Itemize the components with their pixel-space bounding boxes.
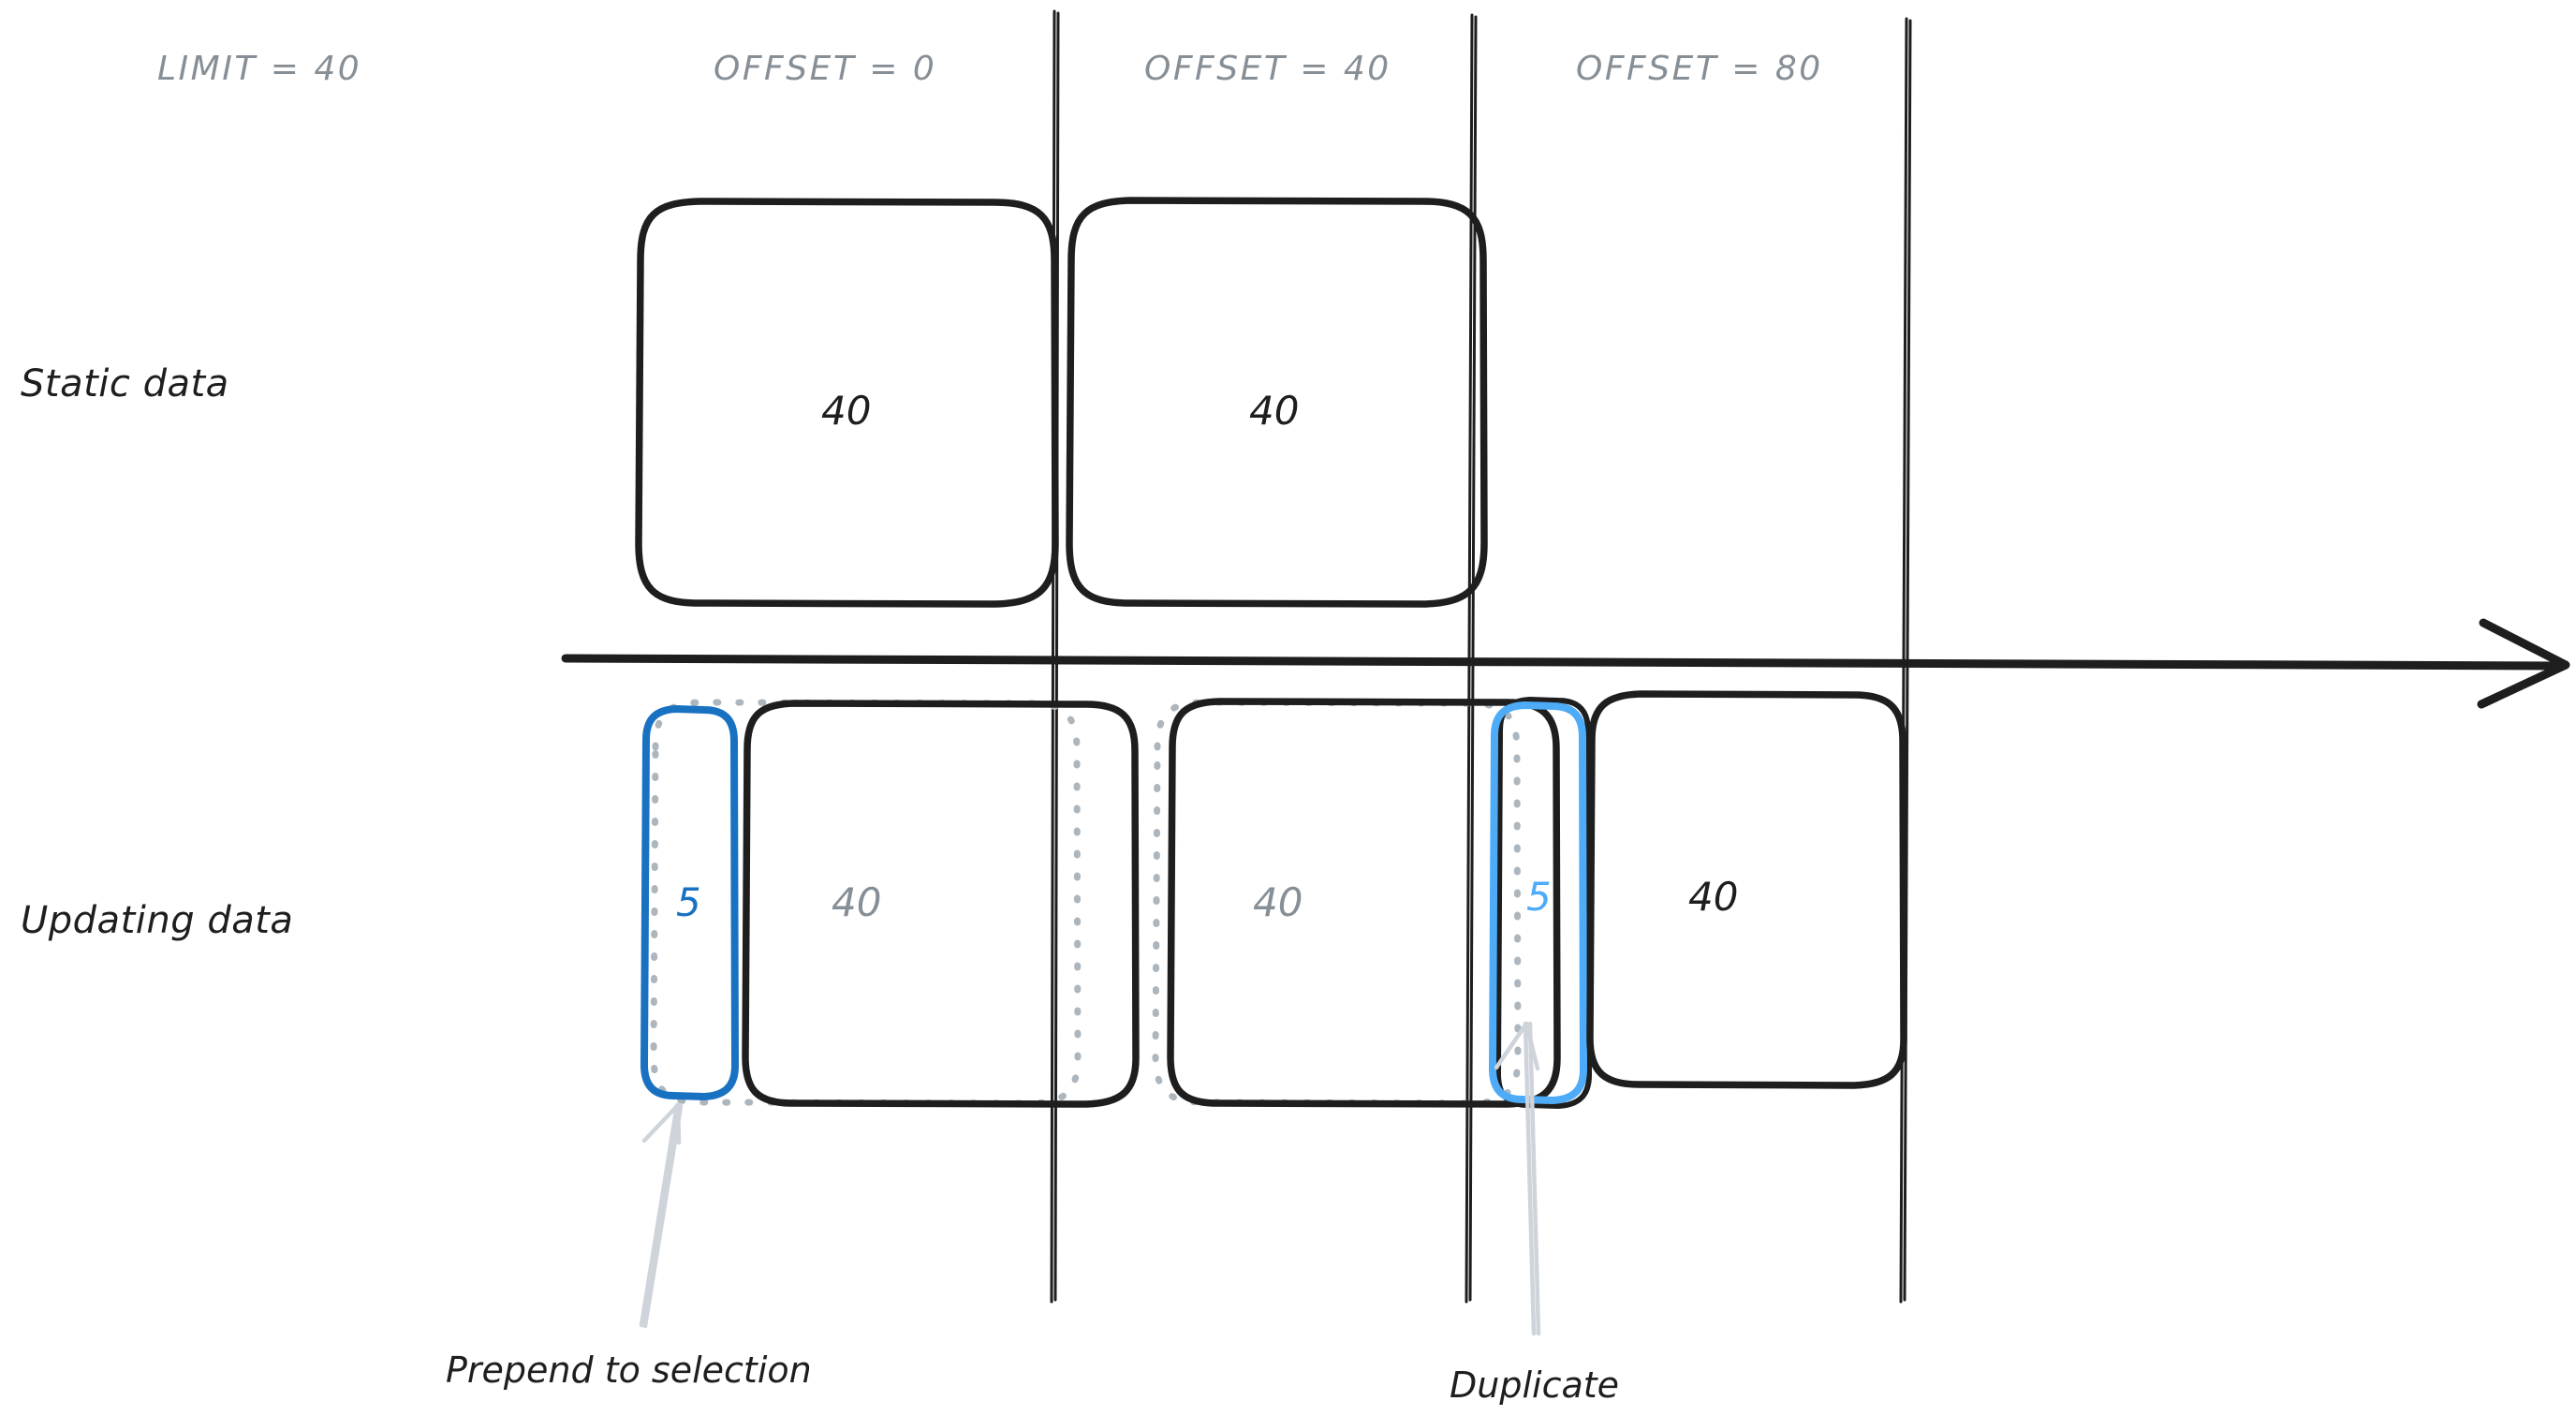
prepend-annotation-arrow [639, 1102, 684, 1329]
updating-duplicate-5-box[interactable] [1489, 701, 1587, 1104]
updating-box-3-value: 40 [1688, 874, 1739, 920]
column-header-offset-0: OFFSET = 0 [714, 50, 937, 88]
column-header-offset-80: OFFSET = 80 [1576, 50, 1823, 88]
static-box-1-value: 40 [821, 388, 872, 434]
updating-prepend-5-value: 5 [676, 879, 701, 925]
updating-box-1-value: 40 [832, 879, 882, 925]
column-header-limit: LIMIT = 40 [157, 50, 362, 88]
column-header-offset-40: OFFSET = 40 [1144, 50, 1391, 88]
static-box-2-value: 40 [1249, 388, 1300, 434]
duplicate-annotation-arrow [1494, 1021, 1541, 1336]
updating-duplicate-5-value: 5 [1526, 874, 1552, 920]
annotation-prepend-to-selection: Prepend to selection [446, 1350, 812, 1391]
static-box-1[interactable] [635, 198, 1059, 608]
updating-prepend-5-box[interactable] [640, 705, 739, 1100]
ghost-outline-page-2 [1152, 699, 1522, 1107]
ghost-outline-page-1 [650, 699, 1082, 1107]
static-box-2[interactable] [1066, 197, 1488, 608]
timeline-axis [561, 618, 2570, 709]
row-label-updating-data: Updating data [21, 899, 294, 942]
updating-box-2-value: 40 [1253, 879, 1303, 925]
row-label-static-data: Static data [21, 362, 229, 406]
updating-box-2[interactable] [1167, 698, 1561, 1108]
updating-box-3[interactable] [1586, 690, 1907, 1089]
annotation-duplicate: Duplicate [1450, 1364, 1620, 1406]
updating-box-1[interactable] [742, 700, 1140, 1108]
